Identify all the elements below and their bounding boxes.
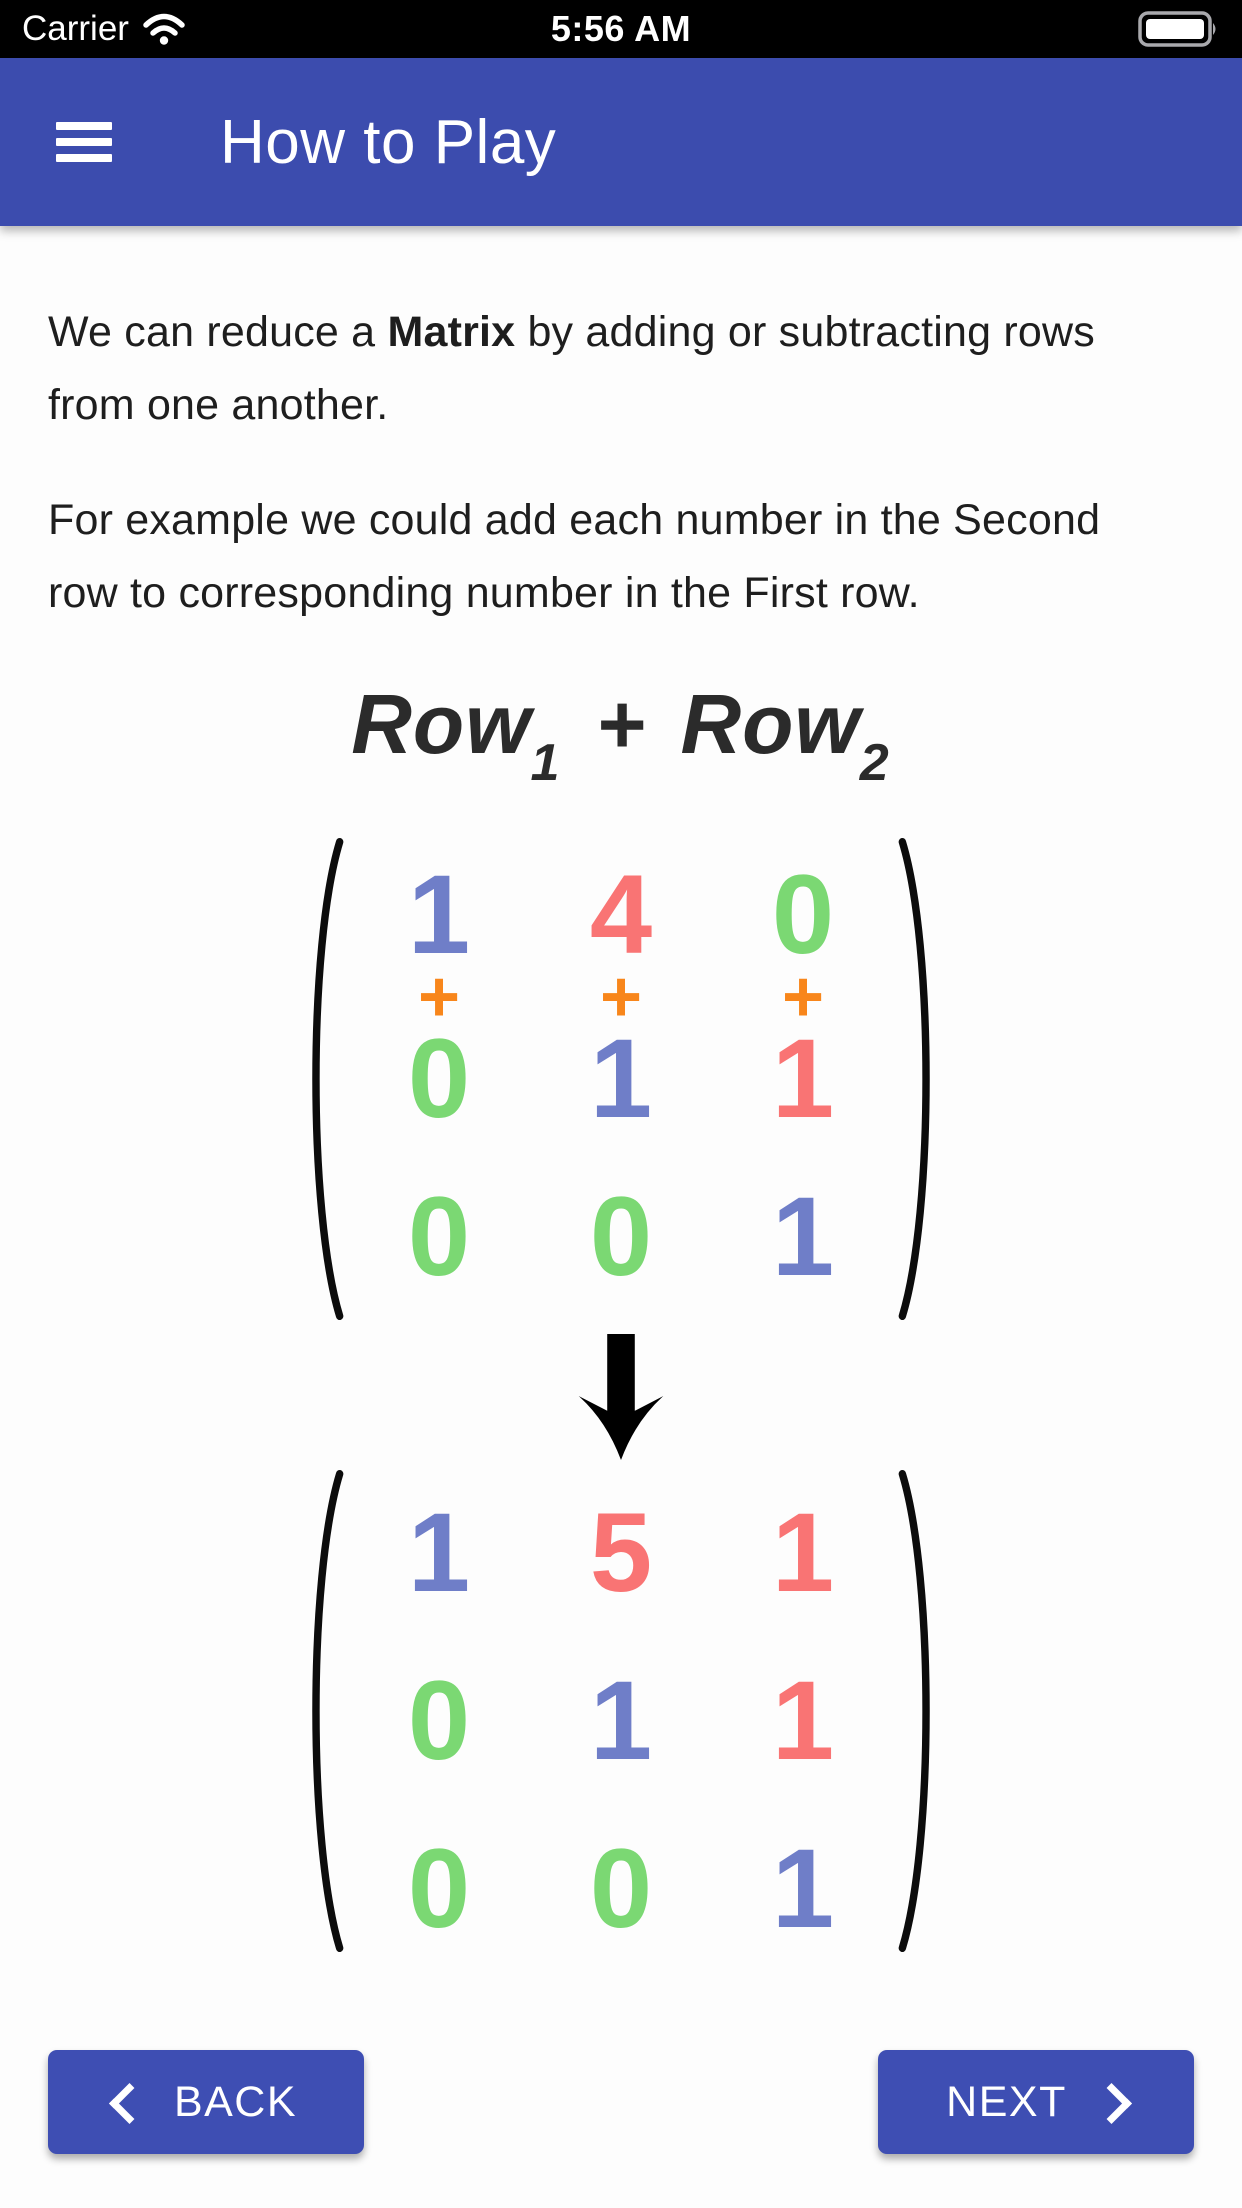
matrix-before-row3: 0 0 1 [348, 1173, 894, 1299]
down-arrow-icon [0, 1333, 1242, 1462]
matrix-after-row1: 1 5 1 [348, 1489, 894, 1615]
left-paren-icon [296, 1468, 348, 1954]
matrix-cell: 0 [407, 1825, 471, 1951]
paragraph-example: For example we could add each number in … [48, 496, 1101, 617]
matrix-cell: 1 [771, 1825, 835, 1951]
paragraph-intro-post: by adding or subtracting rows from one a… [48, 308, 1095, 429]
matrix-cell: 0 [771, 851, 835, 977]
matrix-cell: 0 [589, 1825, 653, 1951]
matrix-before-row1: 1 4 0 [348, 851, 894, 977]
matrix-before-plus-row: + + + [348, 956, 894, 1037]
matrix-before: 1 4 0 + + + 0 1 1 0 0 1 [271, 836, 971, 1322]
chevron-right-icon [1090, 2082, 1132, 2124]
chevron-left-icon [108, 2082, 150, 2124]
hamburger-menu-icon[interactable] [56, 122, 112, 162]
right-paren-icon [894, 1468, 946, 1954]
plus-operator: + [781, 956, 825, 1037]
matrix-cell: 0 [407, 1173, 471, 1299]
right-paren-icon [894, 836, 946, 1322]
matrix-cell: 1 [771, 1489, 835, 1615]
matrix-cell: 1 [771, 1015, 835, 1141]
formula-term2: Row [680, 677, 861, 771]
matrix-cell: 1 [589, 1015, 653, 1141]
left-paren-icon [296, 836, 348, 1322]
matrix-cell: 0 [407, 1657, 471, 1783]
carrier-label: Carrier [22, 9, 129, 48]
formula-sub2: 2 [859, 734, 890, 793]
paragraph-intro: We can reduce a Matrix by adding or subt… [48, 226, 1172, 442]
formula-row1-plus-row2: Row1 + Row2 [0, 676, 1242, 792]
status-bar: Carrier 5:56 AM [0, 0, 1242, 58]
next-button-label: NEXT [946, 2077, 1067, 2126]
matrix-cell: 0 [589, 1173, 653, 1299]
paragraph-intro-bold: Matrix [387, 308, 516, 356]
paragraph-intro-pre: We can reduce a [48, 308, 388, 356]
status-time: 5:56 AM [550, 8, 692, 49]
matrix-cell: 4 [589, 851, 653, 977]
footer-nav: BACK NEXT [48, 2050, 1194, 2154]
battery-icon [1138, 11, 1220, 47]
page-title: How to Play [220, 107, 557, 177]
matrix-cell: 0 [407, 1015, 471, 1141]
wifi-icon [143, 13, 185, 45]
app-header: How to Play [0, 58, 1242, 226]
matrix-cell: 1 [771, 1173, 835, 1299]
matrix-cell: 1 [407, 851, 471, 977]
matrix-cell: 1 [407, 1489, 471, 1615]
next-button[interactable]: NEXT [878, 2050, 1194, 2154]
plus-operator: + [599, 956, 643, 1037]
back-button[interactable]: BACK [48, 2050, 364, 2154]
matrix-after-row3: 0 0 1 [348, 1825, 894, 1951]
formula-term1: Row [351, 677, 532, 771]
back-button-label: BACK [173, 2077, 298, 2126]
formula-operator: + [595, 677, 647, 771]
matrix-cell: 5 [589, 1489, 653, 1615]
matrix-cell: 1 [589, 1657, 653, 1783]
matrix-cell: 1 [771, 1657, 835, 1783]
matrix-after: 1 5 1 0 1 1 0 0 1 [271, 1468, 971, 1954]
matrix-after-row2: 0 1 1 [348, 1657, 894, 1783]
plus-operator: + [417, 956, 461, 1037]
formula-sub1: 1 [530, 734, 561, 793]
matrix-before-row2: 0 1 1 [348, 1015, 894, 1141]
